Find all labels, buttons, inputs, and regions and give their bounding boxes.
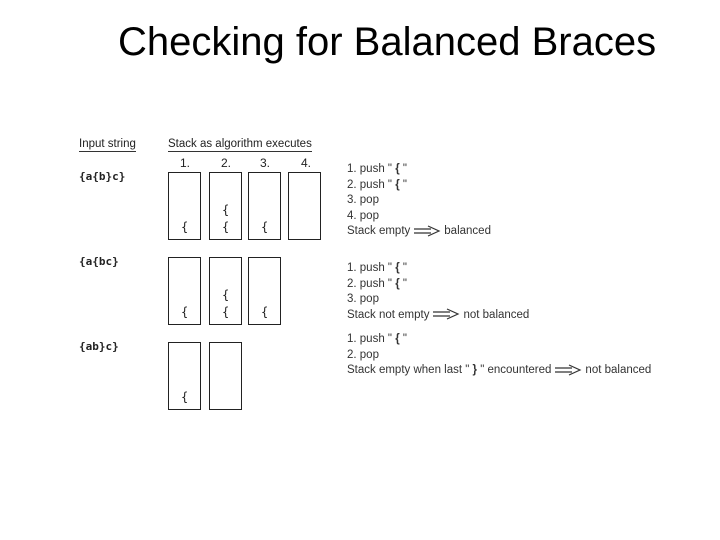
implies-arrow-icon	[555, 364, 582, 376]
column-number: 1.	[180, 156, 191, 170]
algorithm-step: 2. push " { "	[347, 277, 407, 290]
stack-brace: {	[181, 390, 189, 404]
stack-header: Stack as algorithm executes	[168, 138, 312, 152]
stack-brace: {	[222, 220, 230, 234]
quoted-brace: {	[392, 277, 400, 290]
result-verdict: balanced	[444, 225, 491, 237]
quoted-brace: {	[392, 333, 400, 345]
stack-box	[209, 257, 242, 325]
stack-box	[248, 257, 281, 325]
quoted-brace: {	[392, 262, 400, 274]
algorithm-step: 1. push " { "	[347, 262, 407, 274]
result-verdict: not balanced	[585, 364, 652, 376]
input-string: {a{b}c}	[79, 170, 126, 183]
column-number: 3.	[260, 156, 271, 170]
column-number: 2.	[221, 156, 232, 170]
input-string: {ab}c}	[79, 340, 119, 353]
stack-box	[168, 257, 201, 325]
stack-box	[168, 342, 201, 410]
stack-box	[209, 172, 242, 240]
stack-box	[288, 172, 321, 240]
stack-brace: {	[222, 305, 230, 319]
algorithm-step: 4. pop	[347, 209, 379, 222]
algorithm-step: 2. pop	[347, 348, 379, 361]
stack-box	[209, 342, 242, 410]
quoted-brace: {	[392, 178, 400, 191]
stack-brace: {	[222, 288, 230, 302]
stack-brace: {	[181, 220, 189, 234]
slide-title: Checking for Balanced Braces	[118, 20, 657, 64]
implies-arrow-icon	[414, 225, 441, 237]
stack-box	[248, 172, 281, 240]
stack-brace: {	[181, 305, 189, 319]
quoted-brace: }	[469, 364, 481, 376]
quoted-brace: {	[392, 163, 400, 175]
algorithm-step: 1. push " { "	[347, 333, 407, 345]
implies-arrow-icon	[433, 308, 460, 321]
stack-brace: {	[261, 305, 269, 319]
algorithm-step: 1. push " { "	[347, 163, 407, 175]
column-number: 4.	[301, 156, 312, 170]
input-string: {a{bc}	[79, 255, 119, 268]
input-string-header: Input string	[79, 138, 136, 152]
stack-box	[168, 172, 201, 240]
algorithm-step: 3. pop	[347, 293, 379, 305]
algorithm-step: 3. pop	[347, 194, 379, 206]
algorithm-step: 2. push " { "	[347, 178, 407, 191]
result-verdict: not balanced	[463, 308, 530, 321]
stack-brace: {	[261, 220, 269, 234]
stack-brace: {	[222, 203, 230, 217]
